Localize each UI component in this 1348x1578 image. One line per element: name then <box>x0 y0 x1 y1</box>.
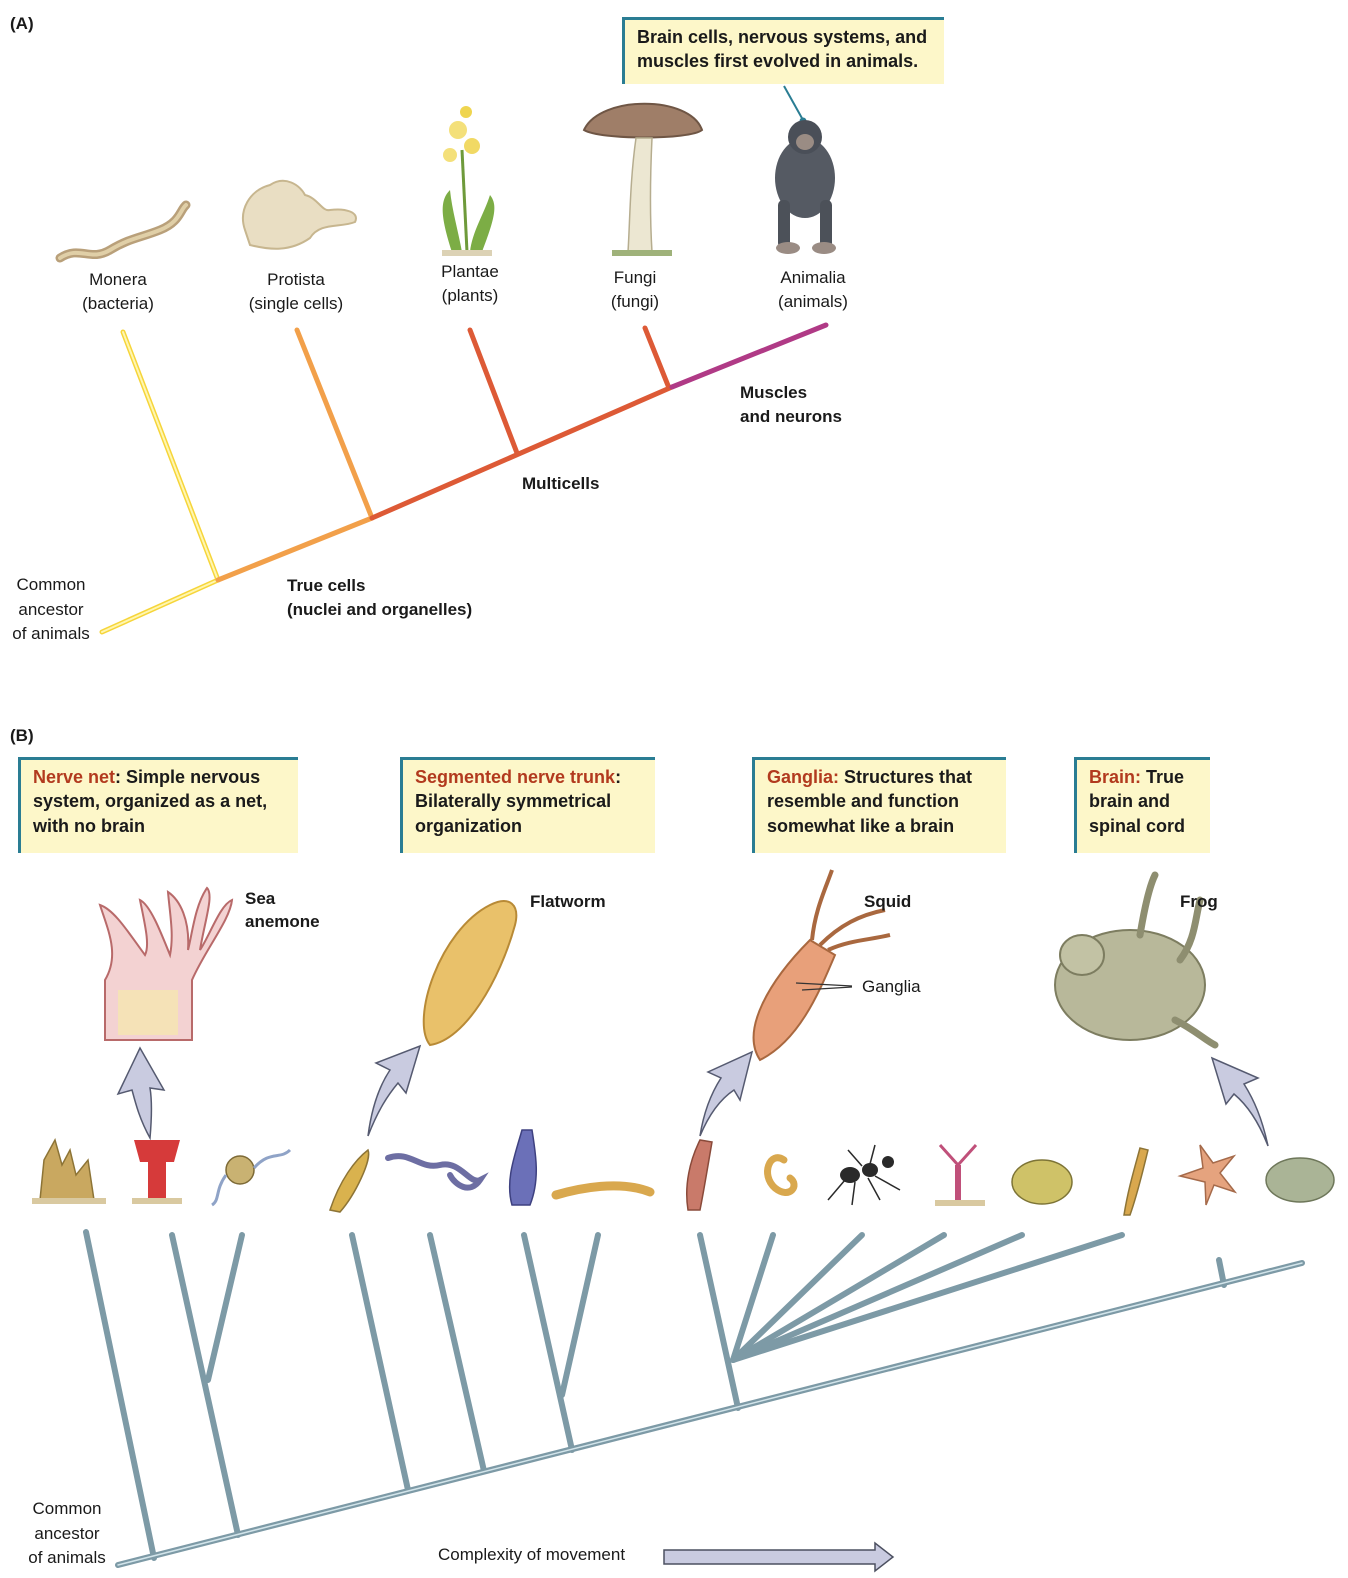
arrow-flatworm <box>368 1046 420 1136</box>
taxon-monera-name: Monera <box>58 268 178 292</box>
complexity-arrow <box>664 1543 893 1571</box>
box-ganglia-term: Ganglia: <box>767 767 839 787</box>
panel-b-ancestor: Common ancestor of animals <box>24 1497 110 1571</box>
box-segmented-trunk-sep: : <box>615 767 621 787</box>
taxon-plantae: Plantae (plants) <box>410 260 530 308</box>
panel-a-ancestor-line3: of animals <box>8 622 94 647</box>
branch-plantae <box>470 330 517 453</box>
panel-a-ancestor-line1: Common <box>8 573 94 598</box>
example-frog: Frog <box>1180 890 1218 914</box>
box-segmented-trunk: Segmented nerve trunk: Bilaterally symme… <box>400 757 655 853</box>
sea-anemone-illustration <box>100 888 232 1040</box>
organism-tapeworm <box>388 1156 480 1188</box>
fungi-illustration <box>584 104 702 256</box>
organism-ant <box>828 1145 900 1205</box>
taxon-fungi-sub: (fungi) <box>585 290 685 314</box>
panel-b-label: (B) <box>10 726 34 746</box>
box-nerve-net-term: Nerve net <box>33 767 115 787</box>
panel-a-ancestor-line2: ancestor <box>8 598 94 623</box>
arrow-frog <box>1212 1058 1268 1146</box>
panel-b-tree <box>86 1232 1302 1565</box>
taxon-fungi: Fungi (fungi) <box>585 266 685 314</box>
example-flatworm: Flatworm <box>530 890 606 914</box>
panel-b-ancestor-line2: ancestor <box>24 1522 110 1547</box>
organism-sponge <box>32 1140 106 1204</box>
complexity-label: Complexity of movement <box>438 1545 625 1565</box>
panel-b-ancestor-line3: of animals <box>24 1546 110 1571</box>
box-ganglia: Ganglia: Structures that resemble and fu… <box>752 757 1006 853</box>
taxon-plantae-sub: (plants) <box>410 284 530 308</box>
panel-b-ancestor-line1: Common <box>24 1497 110 1522</box>
taxon-protista-sub: (single cells) <box>226 292 366 316</box>
taxon-monera: Monera (bacteria) <box>58 268 178 316</box>
panel-b-tree-highlight <box>118 1263 1302 1565</box>
taxon-animalia-name: Animalia <box>758 266 868 290</box>
organism-row <box>32 1130 1334 1215</box>
branch-animalia <box>672 325 826 387</box>
organism-flatworm <box>330 1150 369 1212</box>
box-brain: Brain: True brain and spinal cord <box>1074 757 1210 853</box>
organism-lancelet <box>1124 1148 1148 1215</box>
box-segmented-trunk-text: Bilaterally symmetrical organization <box>415 791 611 835</box>
arrow-sea-anemone <box>118 1048 164 1138</box>
callout-pointer <box>784 86 803 120</box>
organism-starfish <box>1180 1145 1235 1205</box>
stage-multicells: Multicells <box>522 472 599 496</box>
arrow-squid <box>700 1052 752 1136</box>
flatworm-illustration <box>424 901 517 1045</box>
organism-roundworm <box>556 1186 650 1195</box>
stage-muscles-line2: and neurons <box>740 405 842 429</box>
animalia-illustration <box>775 120 836 254</box>
plantae-illustration <box>442 106 494 256</box>
organism-frog <box>1266 1158 1334 1202</box>
stage-true-cells: True cells (nuclei and organelles) <box>287 574 472 622</box>
stage-true-cells-line2: (nuclei and organelles) <box>287 598 472 622</box>
trunk-orange <box>218 518 372 580</box>
taxon-plantae-name: Plantae <box>410 260 530 284</box>
organism-hydroid <box>935 1145 985 1206</box>
organism-jelly <box>212 1150 290 1205</box>
organism-earthworm <box>768 1158 794 1193</box>
panel-a-ancestor: Common ancestor of animals <box>8 573 94 647</box>
taxon-protista-name: Protista <box>226 268 366 292</box>
taxon-fungi-name: Fungi <box>585 266 685 290</box>
box-segmented-trunk-term: Segmented nerve trunk <box>415 767 615 787</box>
stage-muscles: Muscles and neurons <box>740 381 842 429</box>
organism-squid <box>687 1140 712 1210</box>
example-squid: Squid <box>864 890 911 914</box>
protista-illustration <box>243 181 356 249</box>
taxon-monera-sub: (bacteria) <box>58 292 178 316</box>
stage-muscles-line1: Muscles <box>740 381 842 405</box>
branch-fungi <box>645 328 669 388</box>
taxon-animalia: Animalia (animals) <box>758 266 868 314</box>
organism-rotifer <box>510 1130 537 1205</box>
organism-anemone <box>132 1140 182 1204</box>
ganglia-label: Ganglia <box>862 977 921 997</box>
monera-illustration <box>60 205 186 258</box>
example-arrows <box>118 1046 1268 1146</box>
trunk-red <box>372 387 672 518</box>
example-sea-anemone: Sea anemone <box>245 888 345 934</box>
taxon-protista: Protista (single cells) <box>226 268 366 316</box>
box-nerve-net: Nerve net: Simple nervous system, organi… <box>18 757 298 853</box>
branch-protista <box>297 330 372 518</box>
box-brain-term: Brain: <box>1089 767 1141 787</box>
organism-clam <box>1012 1160 1072 1204</box>
stage-true-cells-line1: True cells <box>287 574 472 598</box>
taxon-animalia-sub: (animals) <box>758 290 868 314</box>
